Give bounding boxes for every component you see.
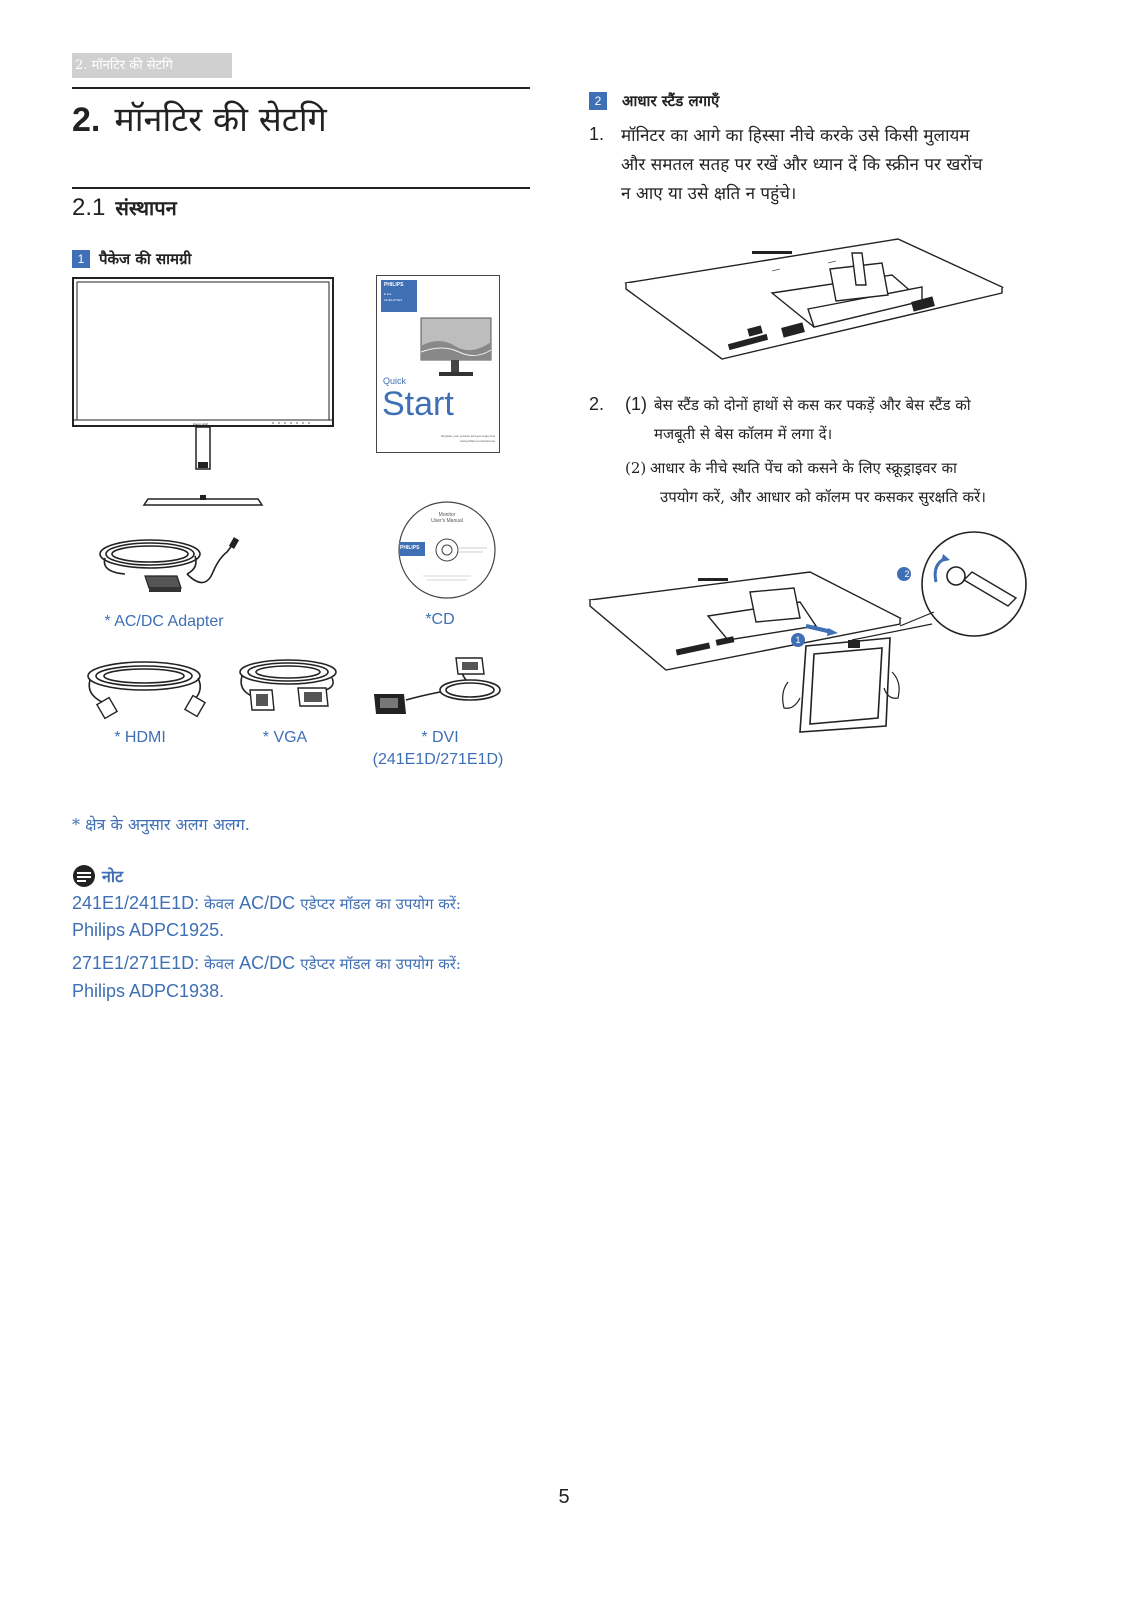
note-line1-text: केवल bbox=[204, 895, 235, 913]
note-line2-product: Philips ADPC1938. bbox=[72, 981, 225, 1001]
adapter-caption: * AC/DC Adapter bbox=[104, 613, 224, 630]
running-header: 2. मॉनटिर की सेटगि bbox=[72, 53, 232, 78]
quick-start-quick: Quick bbox=[383, 376, 407, 386]
note-line1-product: Philips ADPC1925. bbox=[72, 920, 225, 940]
chapter-title-text: मॉनटिर की सेटगि bbox=[114, 100, 327, 140]
note-label: नोट bbox=[102, 867, 124, 886]
note-line2-text: केवल bbox=[204, 955, 235, 973]
quick-start-register-2: www.philips.com/welcome bbox=[460, 439, 495, 443]
item2-sub2-text: आधार के नीचे स्थति पेंच को कसने के लिए स… bbox=[650, 454, 1040, 512]
note-icon bbox=[73, 865, 95, 887]
section-title: 2.1 संस्थापन bbox=[72, 194, 177, 222]
note-line1-model: 241E1/241E1D: bbox=[72, 893, 200, 913]
step1-title: पैकेज की सामग्री bbox=[99, 250, 192, 268]
chapter-title: 2. मॉनटिर की सेटगि bbox=[72, 95, 327, 141]
stand-attach-illustration bbox=[588, 531, 1027, 733]
item2-sub1-number: (1) bbox=[625, 394, 647, 414]
cd-disc-illustration bbox=[398, 501, 496, 599]
item1-line3: न आए या उसे क्षति न पहुंचे। bbox=[621, 184, 797, 204]
note-line2-tail: एडेप्टर मॉडल का उपयोग करें: bbox=[300, 955, 461, 973]
note-line-1: 241E1/241E1D: केवल AC/DC एडेप्टर मॉडल का… bbox=[72, 893, 461, 914]
step-badge-2: 2 bbox=[589, 92, 607, 110]
monitor-facedown-illustration bbox=[624, 238, 1005, 360]
note-line-2: 271E1/271E1D: केवल AC/DC एडेप्टर मॉडल का… bbox=[72, 953, 461, 974]
hdmi-caption: * HDMI bbox=[114, 729, 166, 746]
dvi-models-caption: (241E1D/271E1D) bbox=[372, 751, 504, 768]
page-number: 5 bbox=[558, 1486, 570, 1508]
note-line2-model: 271E1/271E1D: bbox=[72, 953, 200, 973]
quick-start-start: Start bbox=[382, 385, 454, 423]
step2-title: आधार स्टैंड लगाएँ bbox=[622, 92, 720, 110]
item2-sub2-line1: आधार के नीचे स्थति पेंच को कसने के लिए स… bbox=[650, 459, 957, 477]
quick-start-monitor-image bbox=[420, 317, 492, 376]
quick-start-guide: PHILIPS E line 241E1/271E1 Quick Start R… bbox=[376, 275, 500, 453]
chapter-number: 2. bbox=[72, 101, 101, 139]
item1-number: 1. bbox=[589, 124, 605, 144]
quick-start-brand: PHILIPS bbox=[384, 282, 404, 288]
item2-sub1-line1: बेस स्टैंड को दोनों हाथों से कस कर पकड़े… bbox=[654, 396, 971, 414]
section-title-text: संस्थापन bbox=[115, 196, 177, 220]
cd-brand: PHILIPS bbox=[400, 545, 420, 551]
note-line2-acdc: AC/DC bbox=[239, 953, 296, 973]
note-line1-tail: एडेप्टर मॉडल का उपयोग करें: bbox=[300, 895, 461, 913]
monitor-front-illustration bbox=[72, 277, 334, 506]
dvi-cable-illustration bbox=[374, 657, 501, 714]
item2-number: 2. bbox=[589, 394, 605, 414]
vga-cable-illustration bbox=[239, 659, 337, 711]
vga-caption: * VGA bbox=[262, 729, 308, 746]
cd-title: Monitor bbox=[438, 512, 456, 518]
chapter-top-rule bbox=[72, 87, 530, 89]
section-top-rule bbox=[72, 187, 530, 189]
note-line1-acdc: AC/DC bbox=[239, 893, 296, 913]
item1-text: मॉनिटर का आगे का हिस्सा नीचे करके उसे कि… bbox=[621, 122, 1041, 209]
item2-sub1-text: बेस स्टैंड को दोनों हाथों से कस कर पकड़े… bbox=[654, 391, 1044, 449]
dvi-caption: * DVI bbox=[421, 729, 459, 746]
ac-dc-adapter-illustration bbox=[99, 537, 240, 592]
region-note: * क्षेत्र के अनुसार अलग अलग. bbox=[72, 815, 250, 834]
callout-1: 1 bbox=[795, 635, 801, 645]
callout-2: 2 bbox=[904, 569, 910, 579]
quick-start-series: E line bbox=[384, 292, 392, 296]
quick-start-register-1: Register your product and get support at bbox=[441, 434, 495, 438]
quick-start-brand-block: PHILIPS E line 241E1/271E1 bbox=[381, 280, 417, 312]
section-number: 2.1 bbox=[72, 194, 106, 221]
quick-start-model: 241E1/271E1 bbox=[384, 298, 403, 302]
hdmi-cable-illustration bbox=[87, 661, 207, 720]
item1-line2: और समतल सतह पर रखें और ध्यान दें कि स्क्… bbox=[621, 155, 983, 175]
step-badge-1: 1 bbox=[72, 250, 90, 268]
cd-caption: *CD bbox=[425, 611, 455, 628]
item2-sub1-line2: मजबूती से बेस कॉलम में लगा दें। bbox=[654, 425, 833, 443]
item2-sub2-number: (2) bbox=[625, 459, 647, 477]
item1-line1: मॉनिटर का आगे का हिस्सा नीचे करके उसे कि… bbox=[621, 126, 970, 146]
item2-sub2-line2: उपयोग करें, और आधार को कॉलम पर कसकर सुरक… bbox=[660, 488, 986, 506]
cd-subtitle: User's Manual bbox=[431, 518, 463, 524]
monitor-brand-label: PHILIPS bbox=[193, 422, 209, 427]
